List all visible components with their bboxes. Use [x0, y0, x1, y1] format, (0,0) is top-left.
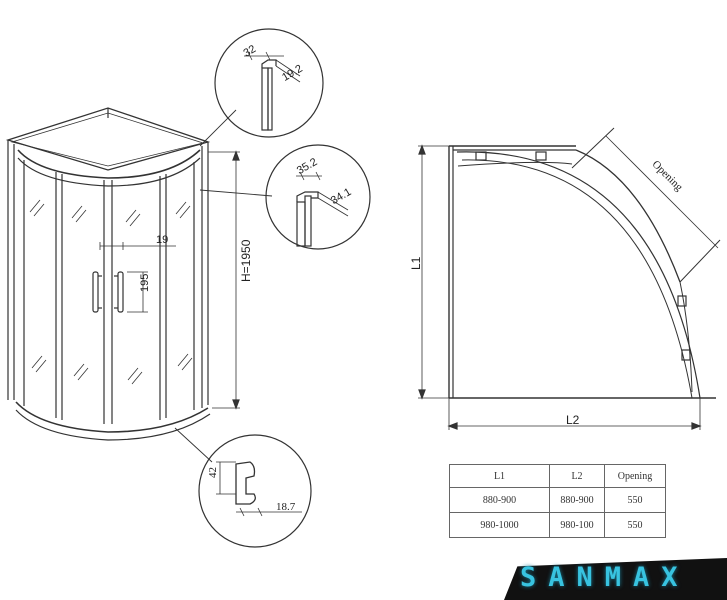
detail-bottom-circle: [198, 434, 312, 548]
brand-name: SANMAX: [520, 562, 690, 593]
detail-bottom-dim-b: 18.7: [276, 501, 296, 513]
detail-middle-circle: [265, 144, 371, 250]
plan-view: [418, 127, 721, 430]
detail-top-dim-a: 32: [241, 43, 258, 60]
detail-bottom-dim-a: 42: [207, 467, 219, 478]
detail-mid-dim-a: 35.2: [295, 156, 320, 177]
table-cell: 550: [604, 487, 666, 513]
plan-l1-label: L1: [409, 256, 423, 270]
table-row: 980-1000 980-100 550: [449, 512, 666, 538]
table-cell: 980-1000: [449, 512, 550, 538]
table-header: L1: [449, 464, 550, 488]
table-cell: 550: [604, 512, 666, 538]
detail-mid-dim-b: 34.1: [329, 186, 354, 207]
size-table: L1 L2 Opening 880-900 880-900 550 980-10…: [449, 464, 666, 538]
table-row: 880-900 880-900 550: [449, 487, 666, 513]
table-header-row: L1 L2 Opening: [449, 464, 666, 488]
table-cell: 880-900: [549, 487, 605, 513]
brand-logo: SANMAX: [504, 558, 727, 600]
handle-height-label: 195: [139, 274, 151, 292]
table-cell: 980-100: [549, 512, 605, 538]
table-cell: 880-900: [449, 487, 550, 513]
handle-gap-label: 19: [156, 234, 168, 246]
detail-top-circle: [214, 28, 324, 138]
plan-opening-label: Opening: [650, 158, 686, 194]
detail-top-dim-b: 19.2: [280, 63, 305, 84]
table-header: L2: [549, 464, 605, 488]
front-view-shower: [5, 107, 240, 441]
table-header: Opening: [604, 464, 666, 488]
height-label: H=1950: [239, 239, 253, 282]
plan-l2-label: L2: [566, 413, 580, 427]
